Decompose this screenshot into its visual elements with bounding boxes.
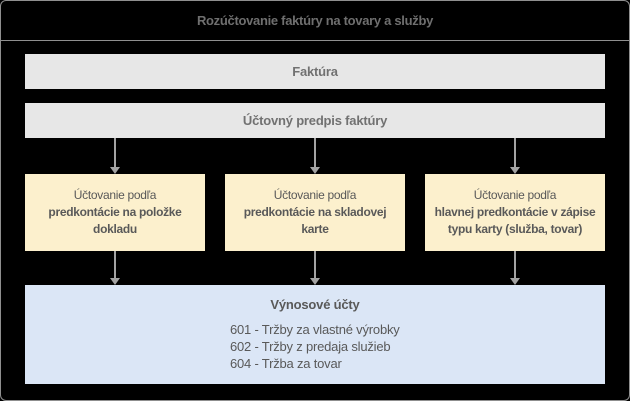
branch-line-bold: typu karty (služba, tovar): [447, 222, 583, 236]
node-invoice-label: Faktúra: [292, 64, 338, 79]
arrows-posting-to-branches: [25, 138, 605, 174]
arrow-down-icon: [25, 138, 205, 174]
node-invoice: Faktúra: [25, 54, 605, 89]
revenue-account-item: 601 - Tržby za vlastné výrobky: [230, 322, 400, 337]
diagram-title: Rozúčtovanie faktúry na tovary a služby: [1, 1, 629, 41]
arrow-down-icon: [25, 251, 205, 285]
revenue-account-item: 604 - Tržba za tovar: [230, 356, 342, 371]
node-branch-card-type: Účtovanie podľa hlavnej predkontácie v z…: [425, 174, 605, 251]
revenue-account-item: 602 - Tržby z predaja služieb: [230, 339, 391, 354]
node-revenue-accounts: Výnosové účty 601 - Tržby za vlastné výr…: [25, 285, 605, 384]
branch-line-bold: hlavnej predkontácie v zápise: [434, 205, 596, 219]
node-branch-document-item: Účtovanie podľa predkontácie na položke …: [25, 174, 205, 251]
node-posting-rule: Účtovný predpis faktúry: [25, 103, 605, 138]
branch-line-regular: Účtovanie podľa: [73, 188, 157, 202]
branch-line-regular: Účtovanie podľa: [473, 188, 557, 202]
node-posting-rule-label: Účtovný predpis faktúry: [242, 113, 388, 128]
revenue-accounts-title: Výnosové účty: [270, 297, 360, 312]
diagram-title-text: Rozúčtovanie faktúry na tovary a služby: [196, 13, 434, 28]
node-branch-stock-card: Účtovanie podľa predkontácie na skladove…: [225, 174, 405, 251]
branch-nodes: Účtovanie podľa predkontácie na položke …: [25, 174, 605, 251]
arrow-down-icon: [425, 251, 605, 285]
branch-line-bold: predkontácie na skladovej: [243, 205, 387, 219]
branch-line-bold: karte: [301, 222, 329, 236]
arrow-down-icon: [225, 251, 405, 285]
branch-line-bold: predkontácie na položke: [48, 205, 182, 219]
arrows-branches-to-revenue: [25, 251, 605, 285]
arrow-down-icon: [425, 138, 605, 174]
branch-line-regular: Účtovanie podľa: [273, 188, 357, 202]
branch-line-bold: dokladu: [93, 222, 137, 236]
arrow-down-icon: [225, 138, 405, 174]
revenue-accounts-list: 601 - Tržby za vlastné výrobky 602 - Trž…: [230, 321, 605, 372]
